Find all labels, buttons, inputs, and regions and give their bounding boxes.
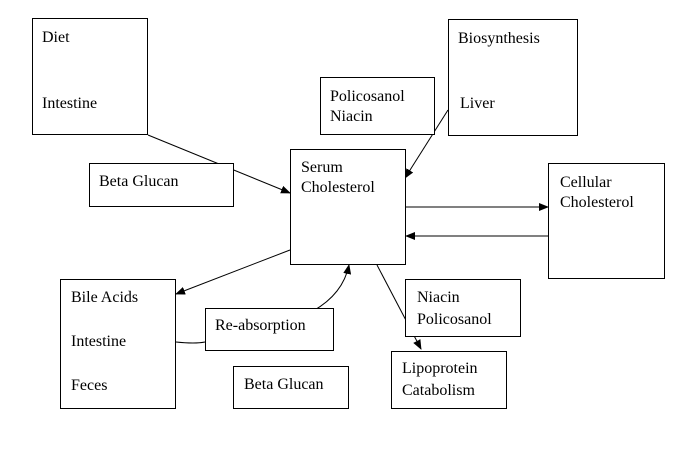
- liver-label: Liver: [460, 95, 495, 112]
- lipoprotein-label: Lipoprotein: [402, 360, 478, 377]
- policosanol-niacin-box: [320, 77, 435, 135]
- cholesterol-label: Cholesterol: [301, 179, 375, 196]
- niacin-policosanol-box: [405, 279, 521, 337]
- lipoprotein-catabolism-box: [391, 351, 507, 409]
- bile-acids-label: Bile Acids: [71, 289, 139, 306]
- diet-label: Diet: [42, 29, 70, 46]
- beta-glucan-top-box: [89, 163, 234, 207]
- policosanol-label-bottom: Policosanol: [417, 311, 492, 328]
- bile-acids-box: [60, 279, 176, 409]
- biosynthesis-box: [448, 19, 578, 136]
- beta-glucan-bottom-box: [233, 366, 349, 409]
- cellular-cholesterol-box: [548, 163, 665, 279]
- bile-to-reabsorption-line: [175, 341, 206, 344]
- niacin-label-bottom: Niacin: [417, 289, 460, 306]
- bile-intestine-label: Intestine: [71, 333, 127, 350]
- beta-glucan-top-label: Beta Glucan: [99, 173, 179, 190]
- serum-label: Serum: [301, 159, 343, 176]
- catabolism-label: Catabolism: [402, 382, 475, 399]
- policosanol-label-top: Policosanol: [330, 88, 405, 105]
- biosynthesis-label: Biosynthesis: [458, 30, 540, 47]
- serum-cholesterol-box: [290, 149, 406, 265]
- beta-glucan-bottom-label: Beta Glucan: [244, 376, 324, 393]
- diet-box: [32, 18, 148, 135]
- reabsorption-box: [205, 308, 334, 351]
- serum-to-bile-arrow: [175, 249, 291, 295]
- feces-label: Feces: [71, 377, 108, 394]
- intestine-label: Intestine: [42, 95, 98, 112]
- cellular-cholesterol-label: Cholesterol: [560, 194, 634, 211]
- niacin-label-top: Niacin: [330, 108, 373, 125]
- reabsorption-to-serum-arrow: [312, 264, 352, 312]
- reabsorption-label: Re-absorption: [215, 317, 306, 334]
- cellular-label: Cellular: [560, 174, 612, 191]
